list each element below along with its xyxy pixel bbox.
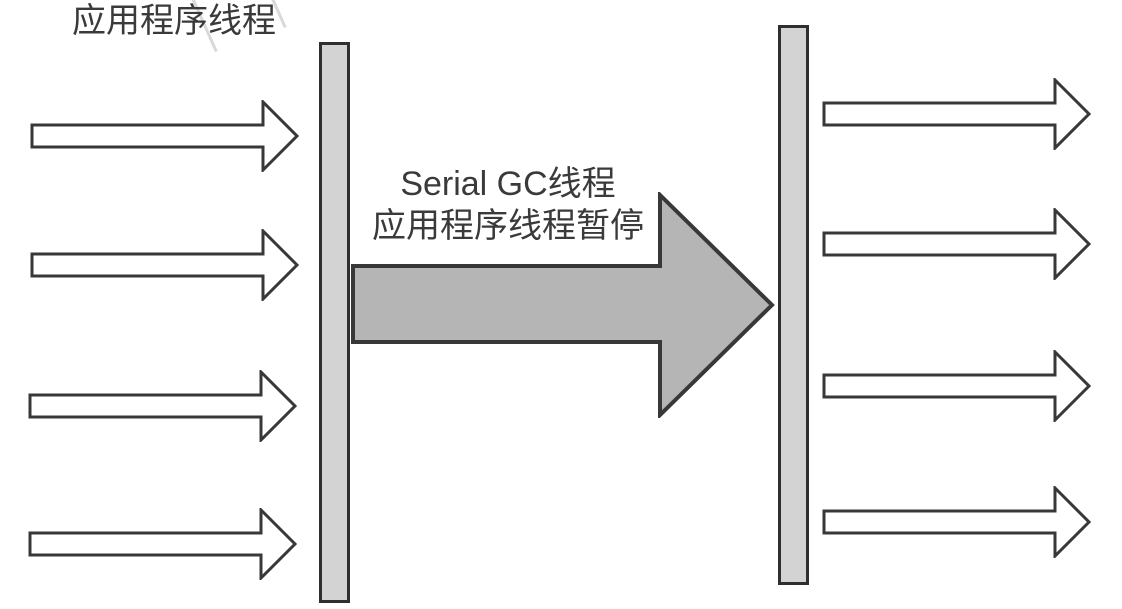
gc-arrow-label: Serial GC线程 应用程序线程暂停 [353, 163, 663, 247]
app-thread-arrow-left-1-icon [30, 100, 300, 172]
app-thread-arrow-right-3-icon [822, 350, 1092, 422]
app-thread-arrow-right-2-icon [822, 208, 1092, 280]
app-thread-arrow-right-1-icon [822, 78, 1092, 150]
gc-label-line2: 应用程序线程暂停 [372, 207, 644, 245]
serial-gc-arrow-icon [351, 192, 775, 418]
app-thread-arrow-right-4-icon [822, 486, 1092, 558]
app-thread-arrow-left-2-icon [30, 229, 300, 301]
app-thread-arrow-left-4-icon [28, 508, 298, 580]
gc-label-line1: Serial GC线程 [400, 165, 616, 203]
app-threads-title: 应用程序线程 [72, 2, 276, 40]
stw-barrier-right [778, 25, 809, 585]
stw-barrier-left [319, 42, 350, 603]
app-thread-arrow-left-3-icon [28, 370, 298, 442]
